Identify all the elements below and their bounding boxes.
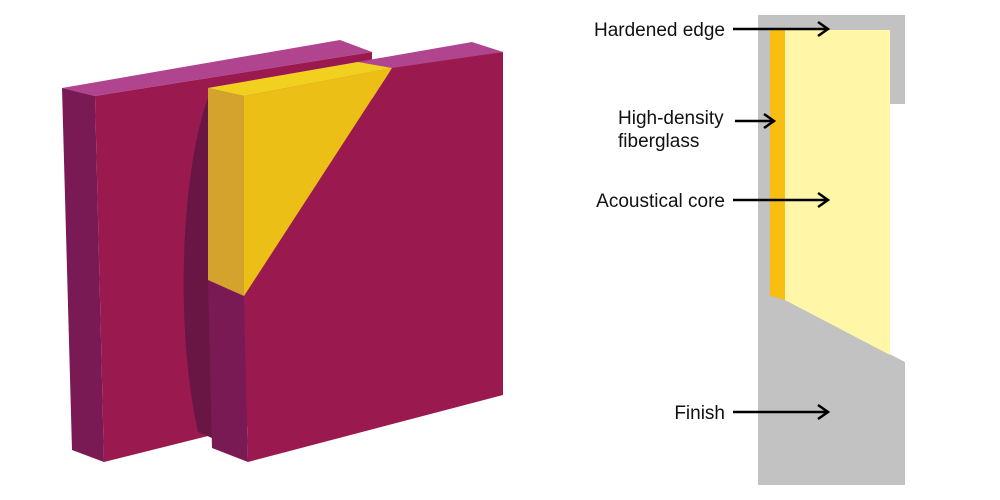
arrowhead-high-density-fiberglass <box>763 112 777 130</box>
callouts: Hardened edge High-density fiberglass Ac… <box>594 20 831 424</box>
callout-hardened-edge: Hardened edge <box>594 20 831 41</box>
label-hardened-edge: Hardened edge <box>594 20 725 41</box>
cross-section <box>758 15 905 485</box>
acoustical-core-layer <box>785 30 890 355</box>
core-top <box>208 62 392 96</box>
front-panel-face <box>244 52 503 462</box>
arrowhead-acoustical-core <box>817 191 831 209</box>
label-finish: Finish <box>674 403 725 424</box>
panel-gap-shadow <box>183 92 212 438</box>
label-acoustical-core: Acoustical core <box>596 191 725 212</box>
back-panel-side <box>62 88 104 462</box>
label-high-density-line2: fiberglass <box>618 131 699 152</box>
callout-high-density-fiberglass: High-density fiberglass <box>618 108 777 152</box>
arrowhead-hardened-edge <box>817 20 831 38</box>
panel-illustration <box>62 40 503 462</box>
fiberglass-layer <box>770 30 785 300</box>
label-high-density-fiberglass: High-density fiberglass <box>618 108 729 152</box>
core-cutaway <box>208 62 392 296</box>
callout-finish: Finish <box>674 403 831 424</box>
callout-acoustical-core: Acoustical core <box>596 191 831 212</box>
front-panel-side <box>208 280 248 462</box>
arrowhead-finish <box>817 403 831 421</box>
core-side <box>208 88 244 296</box>
back-panel-top <box>62 40 372 96</box>
finish-layer <box>758 15 905 485</box>
label-high-density-line1: High-density <box>618 108 724 129</box>
core-front <box>244 68 392 296</box>
